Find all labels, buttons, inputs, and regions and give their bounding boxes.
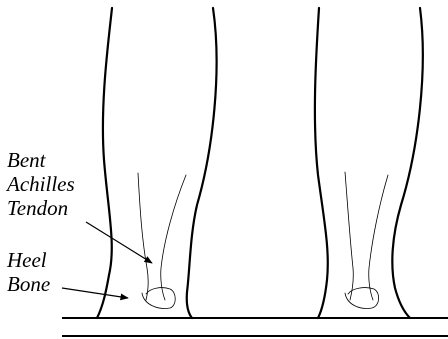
left-leg	[97, 8, 217, 318]
heel-label-line-2: Bone	[7, 272, 50, 296]
left-achilles-tendon-edge	[161, 175, 186, 300]
heel-label: Heel Bone	[7, 248, 50, 296]
left-leg-inner-contour	[187, 8, 217, 318]
left-achilles-tendon	[138, 173, 148, 300]
heel-pointer-arrow	[62, 288, 128, 298]
right-heel-bone	[345, 288, 379, 309]
tendon-label-line-2: Achilles	[7, 172, 75, 196]
left-heel-bone	[142, 288, 175, 309]
tendon-label-line-3: Tendon	[7, 196, 75, 220]
heel-label-line-1: Heel	[7, 248, 50, 272]
left-leg-outer-contour	[97, 8, 112, 318]
right-achilles-tendon	[345, 172, 353, 300]
right-leg	[315, 8, 423, 318]
right-leg-inner-contour	[392, 8, 422, 318]
right-leg-outer-contour	[315, 8, 328, 318]
tendon-label-line-1: Bent	[7, 148, 75, 172]
right-achilles-tendon-edge	[369, 175, 388, 300]
tendon-label: Bent Achilles Tendon	[7, 148, 75, 220]
